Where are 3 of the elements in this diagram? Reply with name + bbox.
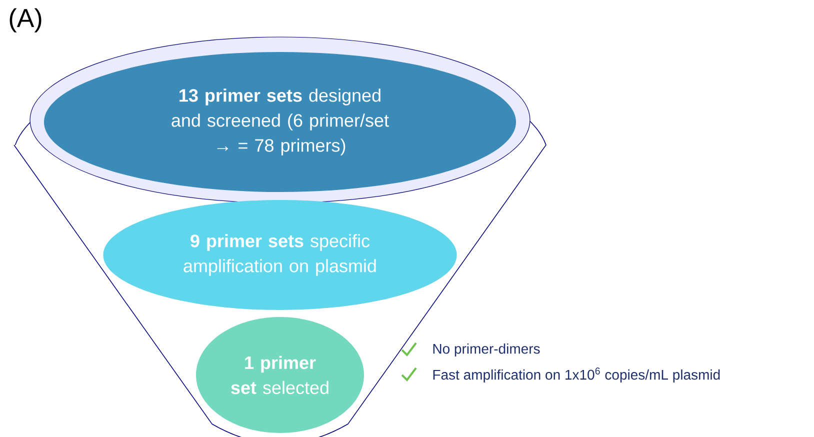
- panel-label: (A): [10, 8, 42, 32]
- criterion-text: No primer-dimers: [433, 343, 540, 357]
- criterion-text: Fast amplification on 1x10$^{6}$ copies/mL plasmid: [433, 368, 720, 382]
